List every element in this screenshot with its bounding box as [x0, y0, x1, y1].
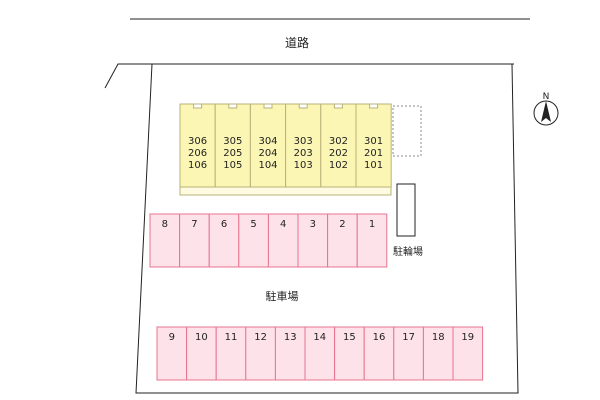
- parking-space-number: 10: [195, 332, 208, 343]
- unit-number: 301: [364, 136, 383, 147]
- unit-number: 204: [258, 148, 277, 159]
- parking-space-box: [179, 213, 210, 268]
- parking-space-box: [208, 213, 240, 268]
- lot-front-edge: [104, 63, 514, 89]
- parking-space: 13: [274, 326, 306, 381]
- parking-space-number: 11: [225, 332, 238, 343]
- parking-space: 16: [363, 326, 395, 381]
- unit-notch: [228, 103, 238, 109]
- unit-number: 102: [329, 160, 348, 171]
- parking-space: 2: [327, 213, 358, 268]
- parking-label: 駐車場: [266, 289, 299, 303]
- parking-space-box: [452, 326, 484, 381]
- parking-space-box: [215, 326, 247, 381]
- parking-space: 7: [179, 213, 210, 268]
- parking-space-number: 16: [373, 332, 386, 343]
- parking-space-number: 12: [254, 332, 267, 343]
- lot-boundary: [135, 63, 519, 394]
- unit-number: 104: [258, 160, 277, 171]
- unit-number: 302: [329, 136, 348, 147]
- unit-notch: [333, 103, 343, 109]
- parking-space: 19: [452, 326, 484, 381]
- unit-number: 306: [188, 136, 207, 147]
- bicycle-parking-label: 駐輪場: [393, 245, 423, 258]
- parking-space-box: [327, 213, 358, 268]
- parking-space-number: 7: [191, 219, 197, 230]
- parking-space-number: 6: [221, 219, 227, 230]
- unit-number: 202: [329, 148, 348, 159]
- parking-space-number: 5: [250, 219, 256, 230]
- parking-space-number: 14: [313, 332, 326, 343]
- parking-space-box: [245, 326, 276, 381]
- north-compass: N: [533, 92, 559, 126]
- parking-space: 12: [245, 326, 276, 381]
- parking-space-number: 8: [162, 219, 168, 230]
- unit-number: 205: [223, 148, 242, 159]
- unit-number: 106: [188, 160, 207, 171]
- unit-number: 201: [364, 148, 383, 159]
- building-base-strip: [179, 186, 392, 196]
- parking-space-number: 15: [343, 332, 356, 343]
- unit-column-block: [355, 103, 392, 188]
- unit-number: 203: [294, 148, 313, 159]
- parking-space-number: 19: [461, 332, 474, 343]
- road-label: 道路: [285, 35, 309, 50]
- unit-number: 303: [294, 136, 313, 147]
- parking-space: 18: [422, 326, 454, 381]
- parking-space: 10: [186, 326, 217, 381]
- unit-notch: [193, 103, 203, 109]
- parking-space-number: 17: [402, 332, 415, 343]
- parking-row-upper: 8 7 6 5 4 3 2 1: [149, 213, 388, 268]
- parking-space-number: 13: [284, 332, 297, 343]
- parking-space: 8: [149, 213, 181, 268]
- unit-number: 105: [223, 160, 242, 171]
- unit-column-block: [320, 103, 357, 188]
- parking-space: 5: [238, 213, 269, 268]
- unit-number: 103: [294, 160, 313, 171]
- parking-space-number: 9: [169, 332, 175, 343]
- parking-space-number: 18: [432, 332, 445, 343]
- parking-space-box: [297, 213, 329, 268]
- parking-space: 6: [208, 213, 240, 268]
- parking-space-number: 4: [280, 219, 286, 230]
- compass-north-label: N: [543, 92, 550, 102]
- unit-number: 305: [223, 136, 242, 147]
- parking-space-box: [422, 326, 454, 381]
- parking-space-box: [149, 213, 181, 268]
- unit-number: 101: [364, 160, 383, 171]
- parking-space-box: [393, 326, 424, 381]
- unit-number: 304: [258, 136, 277, 147]
- parking-space-box: [267, 213, 299, 268]
- parking-space: 3: [297, 213, 329, 268]
- parking-space: 17: [393, 326, 424, 381]
- parking-space: 15: [334, 326, 365, 381]
- unit-column-block: [179, 103, 216, 188]
- unit-number: 206: [188, 148, 207, 159]
- parking-row-lower: 9 10 11 12 13 14 15 16 17 18 19: [156, 326, 484, 381]
- unit-notch: [369, 103, 379, 109]
- north-arrow-icon: [541, 101, 551, 122]
- parking-space-box: [238, 213, 269, 268]
- parking-space: 14: [304, 326, 336, 381]
- parking-space: 11: [215, 326, 247, 381]
- unit-notch: [298, 103, 308, 109]
- parking-space-box: [356, 213, 388, 268]
- parking-space: 9: [156, 326, 188, 381]
- balcony-outline: [392, 105, 422, 157]
- parking-space: 4: [267, 213, 299, 268]
- parking-space-number: 1: [369, 219, 375, 230]
- parking-space-number: 2: [339, 219, 345, 230]
- bicycle-parking-area: [396, 183, 416, 237]
- parking-space-number: 3: [310, 219, 316, 230]
- apartment-building: 3062061063052051053042041043032031033022…: [179, 103, 392, 196]
- parking-space: 1: [356, 213, 388, 268]
- unit-notch: [263, 103, 273, 109]
